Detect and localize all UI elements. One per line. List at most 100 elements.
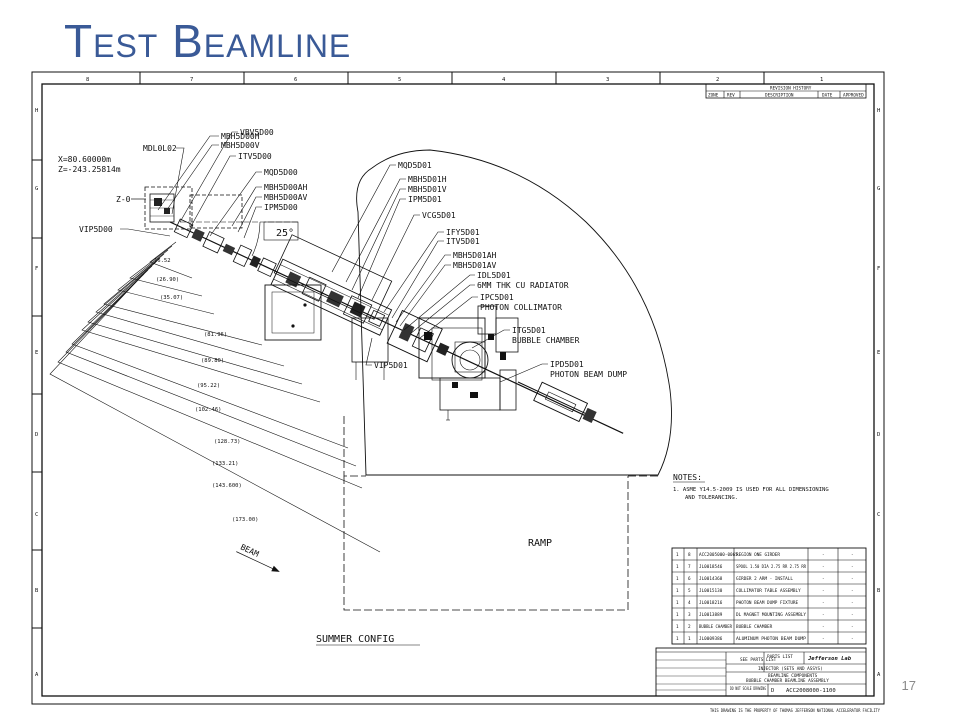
dimension-value: (143.600) <box>212 483 242 489</box>
label-vip5d01: VIP5D01 <box>374 361 408 370</box>
beam-label: BEAM <box>239 543 260 559</box>
parts-item: 4 <box>688 600 691 606</box>
label-vip5d00: VIP5D00 <box>79 225 113 234</box>
parts-part-number: JL0018216 <box>699 600 723 606</box>
title-line-2: BEAMLINE COMPONENTS <box>768 673 818 679</box>
ruler-side-label: C <box>35 512 38 518</box>
parts-value: - <box>851 601 854 606</box>
parts-item: 8 <box>688 552 691 558</box>
parts-list-label: PARTS LIST <box>767 654 793 660</box>
dimension-value: (89.80) <box>201 358 224 364</box>
parts-item: 2 <box>688 624 691 630</box>
label-vbv5d00: VBV5D00 <box>240 128 274 137</box>
parts-item: 1 <box>676 588 679 594</box>
leaders-downstream <box>331 164 548 383</box>
parts-value: - <box>851 625 854 630</box>
parts-part-number: JL0009386 <box>699 636 723 642</box>
parts-part-number: JL0013889 <box>699 612 723 618</box>
label-mbh5d01av: MBH5D01AV <box>453 261 497 270</box>
dimension-value: (81.96) <box>204 332 227 338</box>
leaders-upper-left <box>120 131 262 239</box>
ruler-side-label: E <box>35 350 38 356</box>
label-ipc5d01: IPC5D01 <box>480 293 514 302</box>
parts-value: - <box>851 565 854 570</box>
parts-part-number: JL0014368 <box>699 576 723 582</box>
ruler-side-label: D <box>35 432 38 438</box>
ruler-side-label: E <box>877 350 880 356</box>
label-ipd5d01: IPD5D01 <box>550 360 584 369</box>
parts-description: REGION ONE GIRDER <box>736 552 780 558</box>
parts-value: - <box>822 625 825 630</box>
label-photon-beam-dump: PHOTON BEAM DUMP <box>550 370 627 379</box>
upstream-dashed-box-2 <box>189 194 243 229</box>
parts-description: GIRDER 2 ARM - INSTALL <box>736 576 793 582</box>
dimension-value: 16.52 <box>154 258 171 264</box>
label-mqd5d01: MQD5D01 <box>398 161 432 170</box>
label-ify5d01: IFY5D01 <box>446 228 480 237</box>
inner-frame <box>41 83 875 697</box>
parts-value: - <box>851 637 854 642</box>
drawing-size: D <box>771 688 774 694</box>
dimension-value: (35.07) <box>160 295 183 301</box>
parts-item: 7 <box>688 564 691 570</box>
title-line-3: BUBBLE CHAMBER BEAMLINE ASSEMBLY <box>746 678 829 684</box>
label-mqd5d00: MQD5D00 <box>264 168 298 177</box>
parts-description: DL MAGNET MOUNTING ASSEMBLY <box>736 612 806 618</box>
revision-header: REVISION HISTORY <box>770 86 812 92</box>
ruler-top-label: 4 <box>502 77 506 83</box>
ruler-top-label: 1 <box>820 77 823 83</box>
parts-value: - <box>822 553 825 558</box>
lab-name: Jefferson Lab <box>807 656 852 662</box>
dimension-value: (102.46) <box>195 407 222 413</box>
parts-item: 1 <box>676 564 679 570</box>
label-itv5d00: ITV5D00 <box>238 152 272 161</box>
ruler-side-label: D <box>877 432 880 438</box>
label-mbh5d00v: MBH5D00V <box>221 141 260 150</box>
ruler-side-label: F <box>35 266 38 272</box>
slide-title: Test Beamline <box>64 15 352 67</box>
outer-frame <box>31 71 885 705</box>
dimension-value: (133.21) <box>212 461 239 467</box>
parts-item: 1 <box>676 624 679 630</box>
parts-item: 1 <box>676 552 679 558</box>
revision-col: APPROVED <box>843 93 864 99</box>
label-mbh5d01h: MBH5D01H <box>408 175 447 184</box>
ruler-side-label: A <box>877 672 881 678</box>
revision-col: ZONE <box>708 93 719 99</box>
ruler-side-label: G <box>877 186 880 192</box>
see-parts-list: SEE PARTS LIST <box>740 657 777 663</box>
parts-item: 1 <box>676 636 679 642</box>
label-mdl0l02: MDL0L02 <box>143 144 177 153</box>
parts-part-number: JL0018546 <box>699 564 723 570</box>
beam-dump-assembly <box>517 381 597 423</box>
label-ipm5d01: IPM5D01 <box>408 195 442 204</box>
revision-col: REV <box>727 93 735 99</box>
ruler-side-label: F <box>877 266 880 272</box>
parts-description: PHOTON BEAM DUMP FIXTURE <box>736 600 798 606</box>
parts-item: 6 <box>688 576 691 582</box>
parts-list-table: 1 8 ACC2005000-0065 REGION ONE GIRDER - … <box>671 547 867 645</box>
label-ipm5d00: IPM5D00 <box>264 203 298 212</box>
ruler-top-label: 7 <box>190 77 193 83</box>
dimension-value: (173.00) <box>232 517 259 523</box>
bubble-chamber-assembly <box>418 305 519 421</box>
ruler-side-label: C <box>877 512 880 518</box>
revision-col: DESCRIPTION <box>765 93 794 99</box>
parts-value: - <box>851 589 854 594</box>
page-number: 17 <box>901 678 916 693</box>
notes-line-1: 1. ASME Y14.5-2009 IS USED FOR ALL DIMEN… <box>673 487 829 493</box>
label-itg5d01: ITG5D01 <box>512 326 546 335</box>
notes-heading: NOTES: <box>673 473 702 482</box>
ruler-top-label: 5 <box>398 77 401 83</box>
parts-item: 3 <box>688 612 691 618</box>
parts-item: 1 <box>676 600 679 606</box>
upstream-dashed-box <box>144 186 193 230</box>
beam-direction-arrow: BEAM <box>236 543 280 572</box>
parts-value: - <box>822 589 825 594</box>
label-mbh5d01ah: MBH5D01AH <box>453 251 497 260</box>
parts-value: - <box>822 637 825 642</box>
label-photon-collimator: PHOTON COLLIMATOR <box>480 303 562 312</box>
label-mbh5d00h: MBH5D00H <box>221 132 260 141</box>
parts-part-number: ACC2005000-0065 <box>699 552 738 558</box>
